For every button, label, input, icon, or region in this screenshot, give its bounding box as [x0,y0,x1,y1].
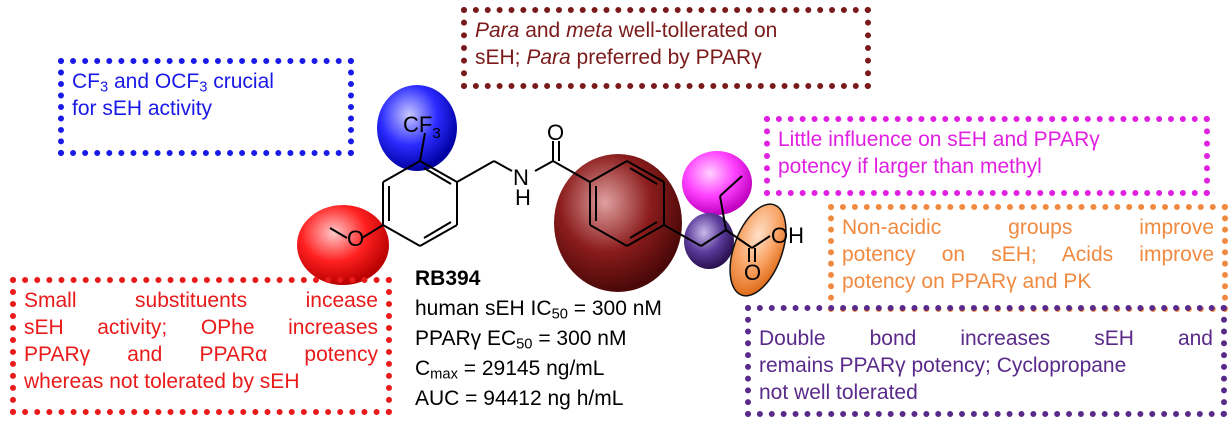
acid-oxygen-label: O [744,260,761,285]
nitrogen-label: N [513,165,529,190]
methoxy-note-line1: Small substituents incease [24,289,378,312]
ethyl-note: Little influence on sEH and PPARγ potenc… [764,116,1210,196]
acid-note-line3: potency on PPARγ and PK [842,270,1092,293]
cf3-note-line1: CF3 and OCF3 crucial [72,70,274,96]
linker-note: Double bond increases sEH and remains PP… [745,305,1227,417]
compound-info: RB394 human sEH IC50 = 300 nM PPARγ EC50… [415,264,662,414]
sEH-ic50-line: human sEH IC50 = 300 nM [415,297,662,323]
orange-region-ellipse [729,203,787,297]
methoxy-oxygen-label: O [347,226,364,251]
brown-region-ellipse [554,154,682,292]
cf3-note-line2: for sEH activity [72,97,213,120]
linker-note-line3: not well tolerated [759,381,918,404]
ethyl-note-line2: potency if larger than methyl [778,155,1042,178]
methoxy-note: Small substituents incease sEH activity;… [10,277,392,415]
linker-note-line2: remains PPARγ potency; Cyclopropane [759,354,1127,377]
linker-note-line1: Double bond increases sEH and [759,327,1213,350]
hydroxyl-label: OH [771,223,804,248]
blue-region-ellipse [377,85,457,171]
compound-name: RB394 [415,267,481,290]
acid-note-line2: potency on sEH; Acids improve [842,243,1214,266]
methoxy-note-line4: whereas not tolerated by sEH [24,370,300,393]
auc-line: AUC = 94412 ng h/mL [415,387,624,410]
cf3-label: CF3 [403,112,441,142]
cmax-line: Cmax = 29145 ng/mL [415,357,605,383]
para-meta-note-line2: sEH; Para preferred by PPARγ [475,46,762,69]
para-meta-note: Para and meta well-tollerated on sEH; Pa… [461,7,871,89]
acid-note-line1: Non-acidic groups improve [842,216,1214,239]
methoxy-note-line3: PPARγ and PPARα potency [24,343,378,366]
ethyl-note-line1: Little influence on sEH and PPARγ [778,128,1100,151]
cf3-note: CF3 and OCF3 crucial for sEH activity [58,58,354,156]
carbonyl-oxygen-label: O [547,120,564,145]
ppar-ec50-line: PPARγ EC50 = 300 nM [415,327,627,353]
bond-skeleton [329,132,771,262]
magenta-region-ellipse [682,151,752,215]
amide-hydrogen-label: H [515,185,531,210]
para-meta-note-line1: Para and meta well-tollerated on [475,19,778,42]
methoxy-note-line2: sEH activity; OPhe increases [24,316,378,339]
red-region-ellipse [297,205,389,285]
acid-note: Non-acidic groups improve potency on sEH… [828,204,1228,312]
